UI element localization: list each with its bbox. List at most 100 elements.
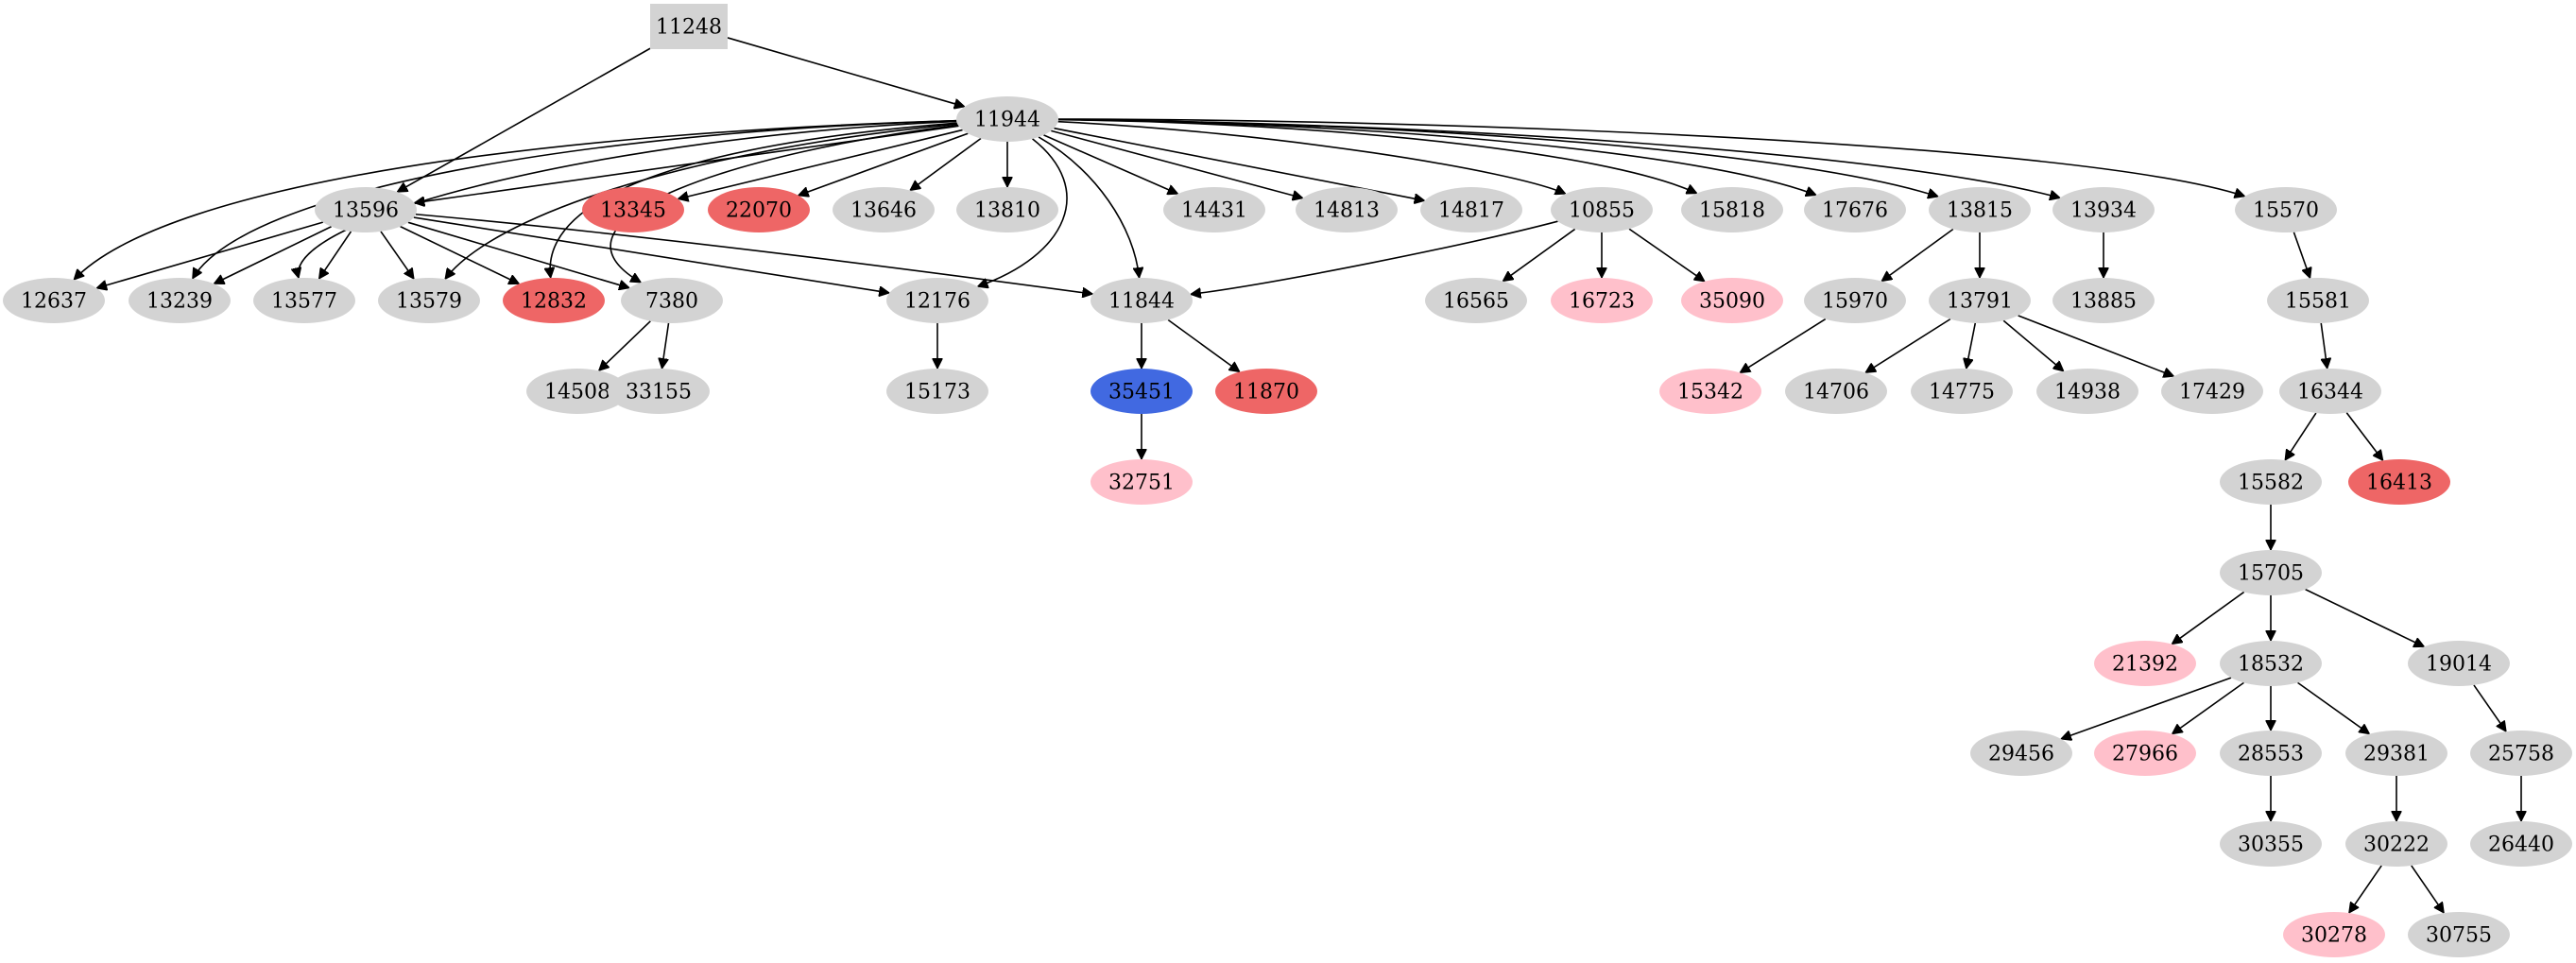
node-25758[interactable]: 25758 <box>2470 731 2572 776</box>
node-label: 15970 <box>1822 290 1888 314</box>
node-15818[interactable]: 15818 <box>1681 187 1783 232</box>
node-32751[interactable]: 32751 <box>1091 459 1193 505</box>
node-ellipse-shape <box>2267 278 2369 323</box>
edge-11944-to-14813 <box>1051 129 1302 198</box>
node-15570[interactable]: 15570 <box>2235 187 2337 232</box>
node-ellipse-shape <box>1551 278 1653 323</box>
node-ellipse-shape <box>1785 369 1887 414</box>
node-label: 10855 <box>1569 199 1635 223</box>
node-30278[interactable]: 30278 <box>2283 912 2385 957</box>
node-30222[interactable]: 30222 <box>2345 821 2447 867</box>
node-13577[interactable]: 13577 <box>253 278 355 323</box>
node-11248[interactable]: 11248 <box>650 4 728 49</box>
node-16344[interactable]: 16344 <box>2279 369 2381 414</box>
node-ellipse-shape <box>503 278 605 323</box>
node-label: 28553 <box>2238 743 2304 766</box>
node-15705[interactable]: 15705 <box>2220 550 2322 595</box>
node-13885[interactable]: 13885 <box>2052 278 2155 323</box>
node-ellipse-shape <box>2036 369 2138 414</box>
edge-11944-to-15570 <box>1057 118 2245 197</box>
node-ellipse-shape <box>621 278 723 323</box>
node-22070[interactable]: 22070 <box>708 187 810 232</box>
edge-7380-to-33155 <box>661 322 670 369</box>
node-10855[interactable]: 10855 <box>1551 187 1653 232</box>
node-14431[interactable]: 14431 <box>1163 187 1265 232</box>
node-label: 19014 <box>2426 653 2492 677</box>
node-label: 14431 <box>1181 199 1247 223</box>
node-ellipse-shape <box>3 278 105 323</box>
node-11870[interactable]: 11870 <box>1215 369 1317 414</box>
node-12176[interactable]: 12176 <box>886 278 988 323</box>
node-29456[interactable]: 29456 <box>1970 731 2072 776</box>
node-13345[interactable]: 13345 <box>582 187 684 232</box>
node-13579[interactable]: 13579 <box>378 278 480 323</box>
node-14813[interactable]: 14813 <box>1296 187 1398 232</box>
node-17676[interactable]: 17676 <box>1804 187 1906 232</box>
node-16413[interactable]: 16413 <box>2348 459 2450 505</box>
node-13646[interactable]: 13646 <box>833 187 935 232</box>
node-14775[interactable]: 14775 <box>1911 369 2013 414</box>
node-30355[interactable]: 30355 <box>2220 821 2322 867</box>
node-14706[interactable]: 14706 <box>1785 369 1887 414</box>
node-14508[interactable]: 14508 <box>526 369 628 414</box>
node-13810[interactable]: 13810 <box>956 187 1058 232</box>
node-ellipse-shape <box>833 187 935 232</box>
node-17429[interactable]: 17429 <box>2161 369 2263 414</box>
node-21392[interactable]: 21392 <box>2094 641 2196 686</box>
node-ellipse-shape <box>886 369 988 414</box>
node-ellipse-shape <box>2052 278 2155 323</box>
node-16565[interactable]: 16565 <box>1425 278 1527 323</box>
edge-13791-to-17429 <box>2018 315 2174 376</box>
node-35451[interactable]: 35451 <box>1091 369 1193 414</box>
node-ellipse-shape <box>2220 550 2322 595</box>
node-30755[interactable]: 30755 <box>2408 912 2510 957</box>
node-ellipse-shape <box>1804 187 1906 232</box>
node-ellipse-shape <box>1804 278 1906 323</box>
node-label: 15581 <box>2285 290 2351 314</box>
node-label: 13345 <box>600 199 666 223</box>
edge-15705-to-21392 <box>2172 591 2245 644</box>
edge-30222-to-30278 <box>2349 865 2382 913</box>
node-label: 16413 <box>2366 472 2432 495</box>
node-7380[interactable]: 7380 <box>621 278 723 323</box>
node-15581[interactable]: 15581 <box>2267 278 2369 323</box>
node-ellipse-shape <box>1970 731 2072 776</box>
edge-11944-to-13934 <box>1057 118 2060 198</box>
node-ellipse-shape <box>2283 912 2385 957</box>
node-14817[interactable]: 14817 <box>1420 187 1522 232</box>
node-18532[interactable]: 18532 <box>2220 641 2322 686</box>
node-12637[interactable]: 12637 <box>3 278 105 323</box>
node-15173[interactable]: 15173 <box>886 369 988 414</box>
node-15342[interactable]: 15342 <box>1659 369 1761 414</box>
edge-11944-to-13577 <box>298 120 957 278</box>
node-15970[interactable]: 15970 <box>1804 278 1906 323</box>
node-28553[interactable]: 28553 <box>2220 731 2322 776</box>
node-13596[interactable]: 13596 <box>315 187 417 232</box>
node-label: 25758 <box>2488 743 2554 766</box>
node-19014[interactable]: 19014 <box>2408 641 2510 686</box>
node-13815[interactable]: 13815 <box>1929 187 2031 232</box>
edge-15581-to-16344 <box>2320 322 2327 369</box>
edge-11944-to-15818 <box>1057 118 1697 194</box>
node-11844[interactable]: 11844 <box>1091 278 1193 323</box>
node-ellipse-shape <box>2345 731 2447 776</box>
node-26440[interactable]: 26440 <box>2470 821 2572 867</box>
node-13239[interactable]: 13239 <box>129 278 231 323</box>
node-35090[interactable]: 35090 <box>1681 278 1783 323</box>
node-29381[interactable]: 29381 <box>2345 731 2447 776</box>
edge-11944-to-12832 <box>550 122 957 278</box>
edge-11944-to-13579 <box>445 123 958 279</box>
node-label: 15705 <box>2238 562 2304 586</box>
node-33155[interactable]: 33155 <box>608 369 710 414</box>
edge-13791-to-14775 <box>1966 322 1977 369</box>
node-ellipse-shape <box>2220 641 2322 686</box>
node-13934[interactable]: 13934 <box>2052 187 2155 232</box>
node-15582[interactable]: 15582 <box>2220 459 2322 505</box>
node-14938[interactable]: 14938 <box>2036 369 2138 414</box>
node-11944[interactable]: 11944 <box>956 96 1058 142</box>
node-12832[interactable]: 12832 <box>503 278 605 323</box>
node-16723[interactable]: 16723 <box>1551 278 1653 323</box>
node-27966[interactable]: 27966 <box>2094 731 2196 776</box>
node-label: 26440 <box>2488 834 2554 857</box>
node-13791[interactable]: 13791 <box>1929 278 2031 323</box>
